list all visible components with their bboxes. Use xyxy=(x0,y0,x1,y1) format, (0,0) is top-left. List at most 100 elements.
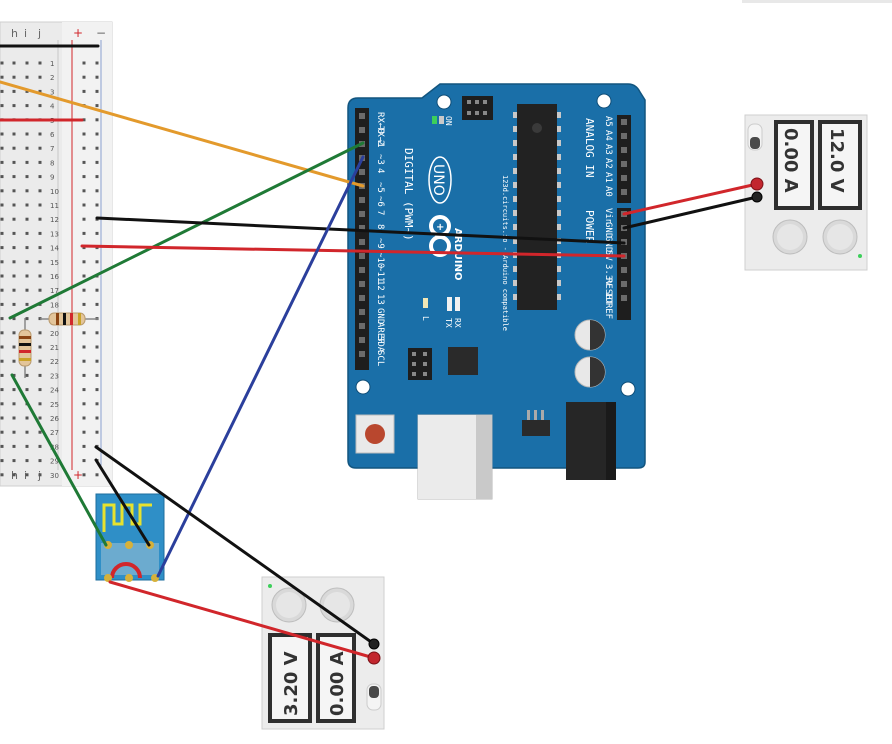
pin-hole[interactable] xyxy=(359,211,365,217)
pin-hole[interactable] xyxy=(621,147,627,153)
breadboard-hole[interactable] xyxy=(0,260,4,264)
wire-red[interactable] xyxy=(622,182,759,216)
breadboard-hole[interactable] xyxy=(82,217,86,221)
breadboard-hole[interactable] xyxy=(0,189,4,193)
breadboard[interactable]: h i j + − h i j + 1234567891011121314151… xyxy=(0,21,113,487)
breadboard-hole[interactable] xyxy=(0,331,4,335)
breadboard-hole[interactable] xyxy=(12,444,16,448)
breadboard-hole[interactable] xyxy=(38,288,42,292)
breadboard-hole[interactable] xyxy=(38,104,42,108)
breadboard-hole[interactable] xyxy=(95,231,99,235)
breadboard-hole[interactable] xyxy=(25,104,29,108)
pin-hole[interactable] xyxy=(359,281,365,287)
breadboard-hole[interactable] xyxy=(82,388,86,392)
pin-hole[interactable] xyxy=(359,295,365,301)
breadboard-hole[interactable] xyxy=(38,89,42,93)
breadboard-hole[interactable] xyxy=(95,203,99,207)
breadboard-hole[interactable] xyxy=(0,175,4,179)
breadboard-hole[interactable] xyxy=(12,359,16,363)
pin-hole[interactable] xyxy=(621,161,627,167)
pin-hole[interactable] xyxy=(621,175,627,181)
breadboard-hole[interactable] xyxy=(82,160,86,164)
breadboard-hole[interactable] xyxy=(25,260,29,264)
breadboard-hole[interactable] xyxy=(12,274,16,278)
pin-hole[interactable] xyxy=(621,189,627,195)
breadboard-hole[interactable] xyxy=(38,459,42,463)
breadboard-hole[interactable] xyxy=(95,359,99,363)
breadboard-hole[interactable] xyxy=(95,118,99,122)
breadboard-hole[interactable] xyxy=(95,160,99,164)
terminal-negative[interactable] xyxy=(751,191,763,203)
breadboard-hole[interactable] xyxy=(82,61,86,65)
breadboard-hole[interactable] xyxy=(12,146,16,150)
resistor-horizontal[interactable] xyxy=(40,312,98,326)
breadboard-hole[interactable] xyxy=(95,388,99,392)
wire-green[interactable] xyxy=(8,141,365,320)
esp8266-module[interactable] xyxy=(95,493,165,582)
breadboard-hole[interactable] xyxy=(0,104,4,108)
breadboard-hole[interactable] xyxy=(25,473,29,477)
breadboard-hole[interactable] xyxy=(25,317,29,321)
breadboard-hole[interactable] xyxy=(38,175,42,179)
breadboard-hole[interactable] xyxy=(82,402,86,406)
breadboard-hole[interactable] xyxy=(82,260,86,264)
breadboard-hole[interactable] xyxy=(0,459,4,463)
breadboard-hole[interactable] xyxy=(12,231,16,235)
breadboard-hole[interactable] xyxy=(38,388,42,392)
breadboard-hole[interactable] xyxy=(38,75,42,79)
breadboard-hole[interactable] xyxy=(82,373,86,377)
breadboard-hole[interactable] xyxy=(0,402,4,406)
breadboard-hole[interactable] xyxy=(25,231,29,235)
breadboard-hole[interactable] xyxy=(82,89,86,93)
breadboard-hole[interactable] xyxy=(0,388,4,392)
breadboard-hole[interactable] xyxy=(25,132,29,136)
breadboard-hole[interactable] xyxy=(0,317,4,321)
breadboard-hole[interactable] xyxy=(25,373,29,377)
breadboard-hole[interactable] xyxy=(0,288,4,292)
wire-black[interactable] xyxy=(94,458,151,547)
power-switch-knob[interactable] xyxy=(750,137,760,149)
terminals[interactable] xyxy=(367,177,764,665)
breadboard-hole[interactable] xyxy=(25,302,29,306)
breadboard-hole[interactable] xyxy=(82,189,86,193)
current-knob-inner[interactable] xyxy=(276,592,302,618)
breadboard-hole[interactable] xyxy=(0,132,4,136)
breadboard-hole[interactable] xyxy=(82,288,86,292)
breadboard-hole[interactable] xyxy=(38,189,42,193)
breadboard-hole[interactable] xyxy=(12,373,16,377)
breadboard-hole[interactable] xyxy=(12,459,16,463)
breadboard-hole[interactable] xyxy=(12,189,16,193)
breadboard-hole[interactable] xyxy=(0,416,4,420)
breadboard-hole[interactable] xyxy=(0,61,4,65)
breadboard-hole[interactable] xyxy=(38,246,42,250)
breadboard-hole[interactable] xyxy=(12,203,16,207)
breadboard-hole[interactable] xyxy=(0,75,4,79)
breadboard-hole[interactable] xyxy=(38,373,42,377)
wires[interactable] xyxy=(0,44,759,660)
breadboard-hole[interactable] xyxy=(38,444,42,448)
wire-green[interactable] xyxy=(10,373,108,547)
breadboard-hole[interactable] xyxy=(0,246,4,250)
breadboard-hole[interactable] xyxy=(25,388,29,392)
breadboard-hole[interactable] xyxy=(38,203,42,207)
breadboard-hole[interactable] xyxy=(95,331,99,335)
breadboard-hole[interactable] xyxy=(0,217,4,221)
breadboard-hole[interactable] xyxy=(25,444,29,448)
reset-button[interactable] xyxy=(355,414,395,454)
breadboard-hole[interactable] xyxy=(95,416,99,420)
breadboard-hole[interactable] xyxy=(12,217,16,221)
breadboard-hole[interactable] xyxy=(25,203,29,207)
breadboard-hole[interactable] xyxy=(0,373,4,377)
pin-hole[interactable] xyxy=(359,239,365,245)
breadboard-hole[interactable] xyxy=(38,402,42,406)
breadboard-hole[interactable] xyxy=(38,345,42,349)
breadboard-hole[interactable] xyxy=(95,189,99,193)
breadboard-hole[interactable] xyxy=(12,317,16,321)
pin-hole[interactable] xyxy=(621,267,627,273)
breadboard-hole[interactable] xyxy=(38,132,42,136)
arduino-uno-board[interactable]: RX←0TX→12~34~5~678~9~10~111213GNDAREFSDA… xyxy=(347,83,646,500)
breadboard-hole[interactable] xyxy=(95,132,99,136)
breadboard-hole[interactable] xyxy=(82,75,86,79)
wire-red[interactable] xyxy=(80,244,626,258)
pin-hole[interactable] xyxy=(359,351,365,357)
